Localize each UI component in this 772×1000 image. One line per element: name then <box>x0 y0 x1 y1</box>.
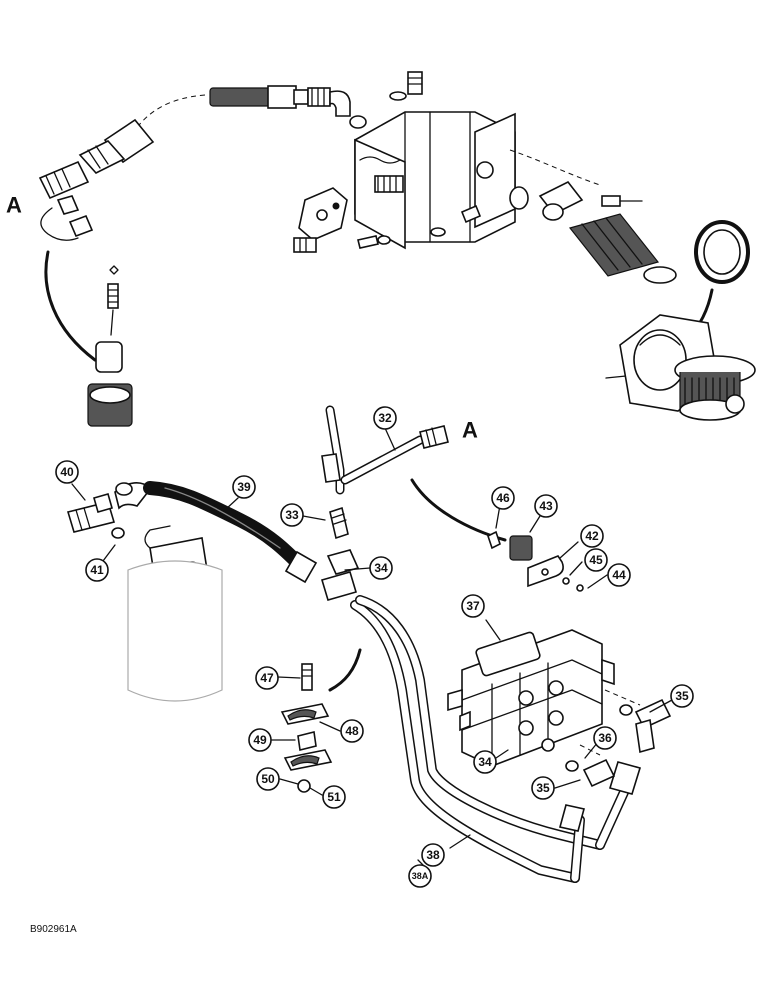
figure-id: B902961A <box>30 924 77 935</box>
callout-51: 51 <box>322 785 346 809</box>
callout-45: 45 <box>584 548 608 572</box>
hydraulic-pump <box>293 71 516 253</box>
leader-arrow-to-clamp-stack <box>328 648 362 692</box>
test-port-fitting <box>87 265 133 427</box>
callout-label: 34 <box>478 755 492 769</box>
pressure-tube-32 <box>321 405 449 495</box>
callout-36: 36 <box>593 726 617 750</box>
suction-hose-assembly <box>509 149 750 340</box>
callout-leaders <box>71 427 673 867</box>
callout-35-lower: 35 <box>531 776 555 800</box>
leader-arrow-a-to-gauge <box>44 250 97 362</box>
callout-33: 33 <box>280 503 304 527</box>
tubes-38-38a <box>350 595 642 883</box>
callout-41: 41 <box>85 558 109 582</box>
callout-38: 38 <box>421 843 445 867</box>
callout-label: 35 <box>675 689 689 703</box>
callout-35-right: 35 <box>670 684 694 708</box>
callout-label: 46 <box>496 491 510 505</box>
callout-38a: 38A <box>408 864 432 888</box>
callout-46: 46 <box>491 486 515 510</box>
callout-label: 42 <box>585 529 599 543</box>
leader-arrow-to-clamp <box>410 478 507 542</box>
reference-letter-a-right: A <box>462 418 478 443</box>
oil-filter-canister <box>127 525 223 702</box>
filter-fitting-40-41 <box>66 493 125 539</box>
tube-clamp-group-42-46 <box>487 530 584 592</box>
callout-50: 50 <box>256 767 280 791</box>
callout-label: 38A <box>412 871 429 881</box>
reference-letter-a-left: A <box>6 193 22 218</box>
callout-label: 36 <box>598 731 612 745</box>
callout-label: 49 <box>253 733 267 747</box>
callout-label: 47 <box>260 671 274 685</box>
fittings-35-36 <box>565 698 672 788</box>
callout-label: 40 <box>60 465 74 479</box>
callout-label: 39 <box>237 480 251 494</box>
callout-label: 33 <box>285 508 299 522</box>
callout-label: 41 <box>90 563 104 577</box>
upper-pressure-hose-assembly <box>38 85 351 241</box>
fitting-33-34 <box>321 506 360 601</box>
callout-34-lower: 34 <box>473 750 497 774</box>
callout-37: 37 <box>461 594 485 618</box>
callout-34-top: 34 <box>369 556 393 580</box>
callout-47: 47 <box>255 666 279 690</box>
callout-label: 43 <box>539 499 553 513</box>
callout-label: 38 <box>426 848 440 862</box>
callout-39: 39 <box>232 475 256 499</box>
callout-40: 40 <box>55 460 79 484</box>
callout-label: 50 <box>261 772 275 786</box>
callout-label: 48 <box>345 724 359 738</box>
callout-label: 37 <box>466 599 480 613</box>
callout-label: 44 <box>612 568 626 582</box>
callout-43: 43 <box>534 494 558 518</box>
callout-label: 35 <box>536 781 550 795</box>
callout-42: 42 <box>580 524 604 548</box>
callout-label: 32 <box>378 411 392 425</box>
return-hose-39 <box>114 481 318 584</box>
suction-filter-assembly <box>605 314 756 421</box>
callout-48: 48 <box>340 719 364 743</box>
callout-44: 44 <box>607 563 631 587</box>
callout-49: 49 <box>248 728 272 752</box>
callout-label: 51 <box>327 790 341 804</box>
callout-label: 34 <box>374 561 388 575</box>
tube-clamp-stack-47-51 <box>280 663 333 793</box>
control-valve-37 <box>447 629 641 767</box>
callout-32: 32 <box>373 406 397 430</box>
callout-label: 45 <box>589 553 603 567</box>
